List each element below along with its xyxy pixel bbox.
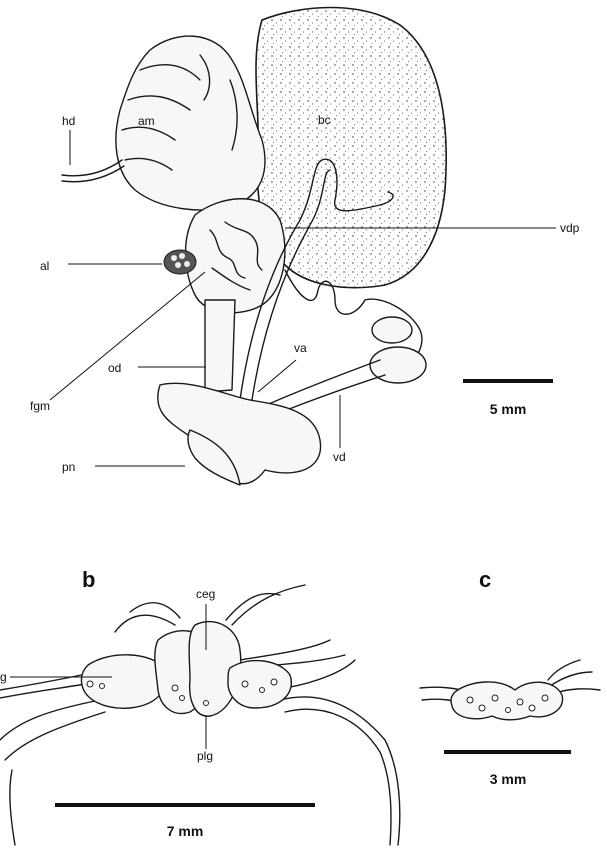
label-al: al [40, 259, 49, 273]
female-gland-mass-shape [186, 199, 285, 313]
scale-label-c: 3 mm [490, 771, 527, 787]
label-od: od [108, 361, 121, 375]
atrium-shape [158, 383, 321, 483]
label-va: va [294, 341, 307, 355]
oviduct-shape [205, 300, 235, 392]
scale-bar-c: 3 mm [444, 752, 571, 787]
panel-a-drawing [62, 8, 446, 486]
scale-bar-b: 7 mm [55, 805, 315, 839]
label-pn: pn [62, 460, 75, 474]
label-fgm: fgm [30, 399, 50, 413]
scale-bar-a: 5 mm [463, 381, 553, 417]
label-hd: hd [62, 114, 75, 128]
label-plg: plg [197, 749, 213, 763]
label-g: g [0, 670, 7, 684]
label-ceg: ceg [196, 587, 215, 601]
panel-label-b: b [82, 567, 95, 592]
panel-label-c: c [479, 567, 491, 592]
panel-c-drawing [420, 660, 600, 720]
albumen-gland-shape [164, 250, 196, 274]
left-ganglion-shape [81, 655, 167, 708]
label-am: am [138, 114, 155, 128]
hermaphrodite-duct-shape [62, 160, 122, 176]
scale-label-a: 5 mm [490, 401, 527, 417]
scale-label-b: 7 mm [167, 823, 204, 839]
label-vd: vd [333, 450, 346, 464]
label-bc: bc [318, 113, 331, 127]
right-ganglion-shape [228, 661, 291, 708]
label-vdp: vdp [560, 221, 580, 235]
